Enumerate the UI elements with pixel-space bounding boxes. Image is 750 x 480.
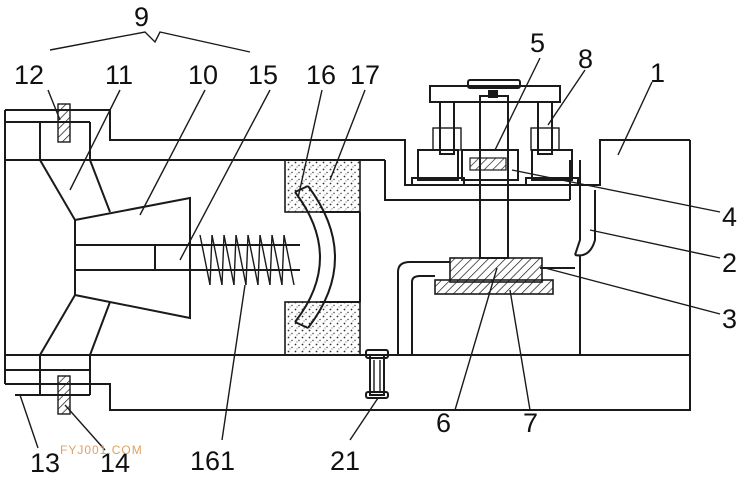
top-mechanism — [411, 79, 579, 259]
label-12: 12 — [14, 60, 44, 90]
spring — [199, 234, 295, 286]
housing-body — [4, 109, 691, 411]
label-10: 10 — [188, 60, 218, 90]
block-lower — [434, 279, 554, 295]
upper-seal — [284, 159, 361, 213]
leader-lines — [19, 31, 721, 451]
label-14: 14 — [100, 448, 130, 478]
label-7: 7 — [523, 408, 538, 438]
nozzle-assembly — [5, 103, 111, 415]
watermark-text: FYJ001.COM — [60, 443, 143, 457]
label-6: 6 — [436, 408, 451, 438]
label-2: 2 — [722, 248, 737, 278]
drain-valve — [365, 349, 389, 399]
right-channel — [397, 190, 596, 355]
cone-valve — [74, 196, 300, 320]
pressure-blocks — [434, 257, 554, 295]
label-8: 8 — [578, 44, 593, 74]
label-16: 16 — [306, 60, 336, 90]
piston-seal — [284, 159, 361, 356]
label-1: 1 — [650, 58, 665, 88]
label-21: 21 — [330, 446, 360, 476]
label-13: 13 — [30, 448, 60, 478]
label-11: 11 — [105, 60, 133, 90]
label-3: 3 — [722, 304, 737, 334]
callout-labels: 9 12 11 10 15 16 17 5 8 1 4 2 3 6 7 21 1… — [14, 2, 737, 478]
label-17: 17 — [350, 60, 380, 90]
lower-bolt — [57, 375, 71, 415]
lower-seal — [284, 301, 361, 356]
upper-bolt — [57, 103, 71, 143]
label-161: 161 — [190, 446, 235, 476]
label-4: 4 — [722, 202, 737, 232]
label-9: 9 — [134, 2, 149, 32]
label-5: 5 — [530, 28, 545, 58]
label-15: 15 — [248, 60, 278, 90]
